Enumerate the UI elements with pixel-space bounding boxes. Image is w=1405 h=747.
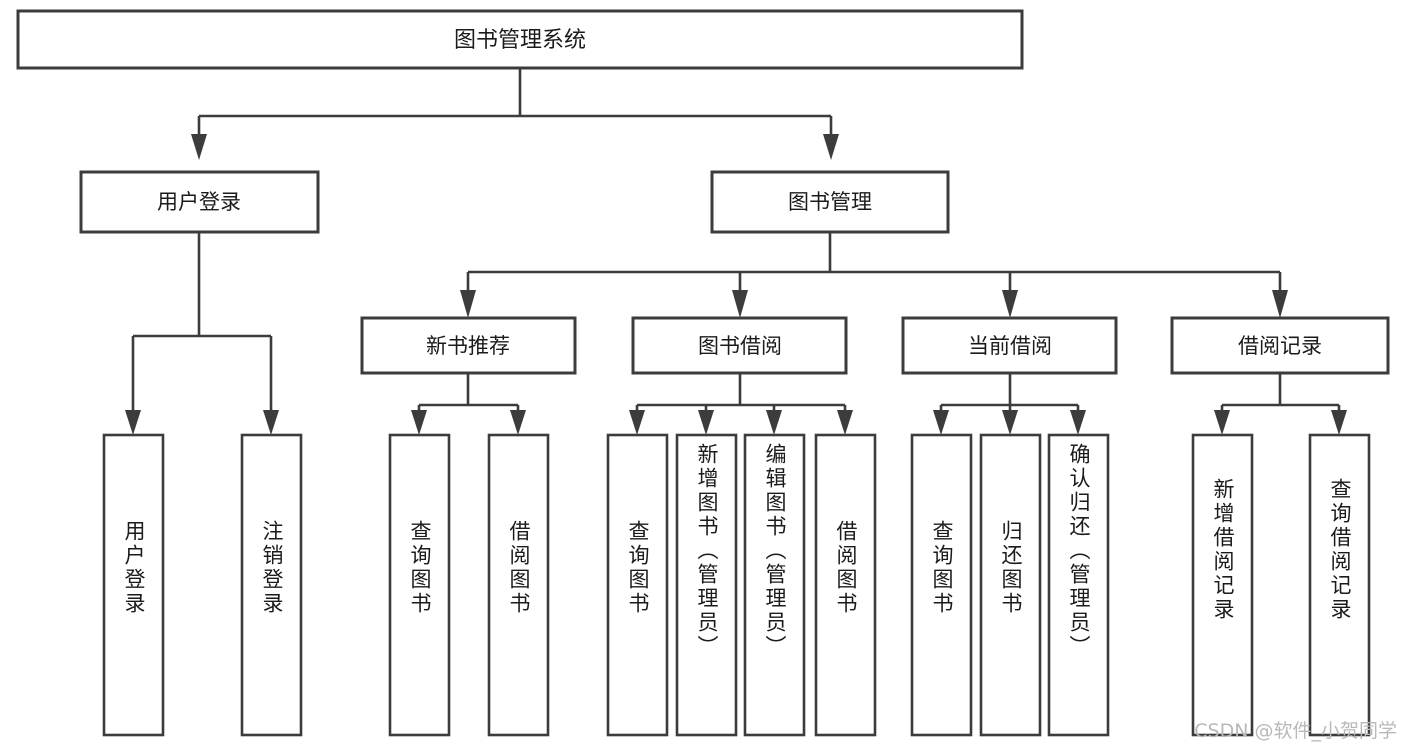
leaf-box-query-book-3[interactable] bbox=[910, 433, 973, 737]
arrow-head-icon bbox=[510, 410, 526, 435]
connector-borrow-record-to-leaves bbox=[1214, 373, 1347, 435]
node-borrow-record[interactable]: 借阅记录 bbox=[1170, 316, 1390, 375]
arrow-head-icon bbox=[698, 410, 714, 435]
arrow-head-icon bbox=[191, 134, 207, 160]
root-box bbox=[16, 9, 1024, 70]
leaf-box-user-logout[interactable] bbox=[240, 433, 303, 737]
watermark-text: CSDN @软件_小贺同学 bbox=[1194, 720, 1397, 742]
leaf-box-query-book-1[interactable] bbox=[388, 433, 451, 737]
connector-book-borrow-to-leaves bbox=[629, 373, 853, 435]
new-book-recommend-box bbox=[360, 316, 577, 375]
arrow-head-icon bbox=[1331, 410, 1347, 435]
arrow-head-icon bbox=[933, 410, 949, 435]
node-root[interactable]: 图书管理系统 bbox=[16, 9, 1024, 70]
leaf-box-query-record[interactable] bbox=[1308, 433, 1371, 737]
leaf-box-add-record[interactable] bbox=[1191, 433, 1254, 737]
leaf-box-edit-book[interactable] bbox=[743, 433, 806, 737]
node-book-manage[interactable]: 图书管理 bbox=[710, 170, 950, 234]
node-user-login[interactable]: 用户登录 bbox=[79, 170, 320, 234]
current-borrow-label: 当前借阅 bbox=[968, 334, 1052, 358]
arrow-head-icon bbox=[823, 134, 839, 160]
new-book-recommend-label: 新书推荐 bbox=[426, 334, 510, 358]
leaf-boxes bbox=[102, 433, 1371, 737]
connector-current-borrow-to-leaves bbox=[933, 373, 1086, 435]
arrow-head-icon bbox=[1272, 290, 1288, 318]
leaf-box-add-book[interactable] bbox=[675, 433, 738, 737]
leaf-box-confirm-return[interactable] bbox=[1047, 433, 1110, 737]
book-manage-label: 图书管理 bbox=[788, 190, 872, 214]
borrow-record-label: 借阅记录 bbox=[1238, 334, 1322, 358]
connector-root-to-level2 bbox=[191, 68, 839, 160]
node-current-borrow[interactable]: 当前借阅 bbox=[901, 316, 1118, 375]
leaf-box-query-book-2[interactable] bbox=[606, 433, 669, 737]
arrow-head-icon bbox=[629, 410, 645, 435]
user-login-label: 用户登录 bbox=[157, 190, 241, 214]
book-borrow-label: 图书借阅 bbox=[698, 334, 782, 358]
arrow-head-icon bbox=[1002, 410, 1018, 435]
connector-user-login-to-leaves bbox=[125, 232, 279, 435]
leaf-box-user-login[interactable] bbox=[102, 433, 165, 737]
arrow-head-icon bbox=[125, 410, 141, 435]
user-login-box bbox=[79, 170, 320, 234]
leaf-box-borrow-book-2[interactable] bbox=[814, 433, 877, 737]
connector-new-book-recommend-to-leaves bbox=[411, 373, 526, 435]
node-book-borrow[interactable]: 图书借阅 bbox=[631, 316, 848, 375]
connector-book-manage-to-level3 bbox=[460, 232, 1288, 318]
arrow-head-icon bbox=[837, 410, 853, 435]
root-label: 图书管理系统 bbox=[454, 28, 586, 53]
arrow-head-icon bbox=[766, 410, 782, 435]
arrow-head-icon bbox=[411, 410, 427, 435]
arrow-head-icon bbox=[460, 290, 476, 318]
node-new-book-recommend[interactable]: 新书推荐 bbox=[360, 316, 577, 375]
arrow-head-icon bbox=[263, 410, 279, 435]
arrow-head-icon bbox=[1070, 410, 1086, 435]
current-borrow-box bbox=[901, 316, 1118, 375]
leaf-box-return-book[interactable] bbox=[979, 433, 1042, 737]
arrow-head-icon bbox=[1002, 290, 1018, 318]
arrow-head-icon bbox=[1214, 410, 1230, 435]
arrow-head-icon bbox=[732, 290, 748, 318]
leaf-box-borrow-book-1[interactable] bbox=[487, 433, 550, 737]
